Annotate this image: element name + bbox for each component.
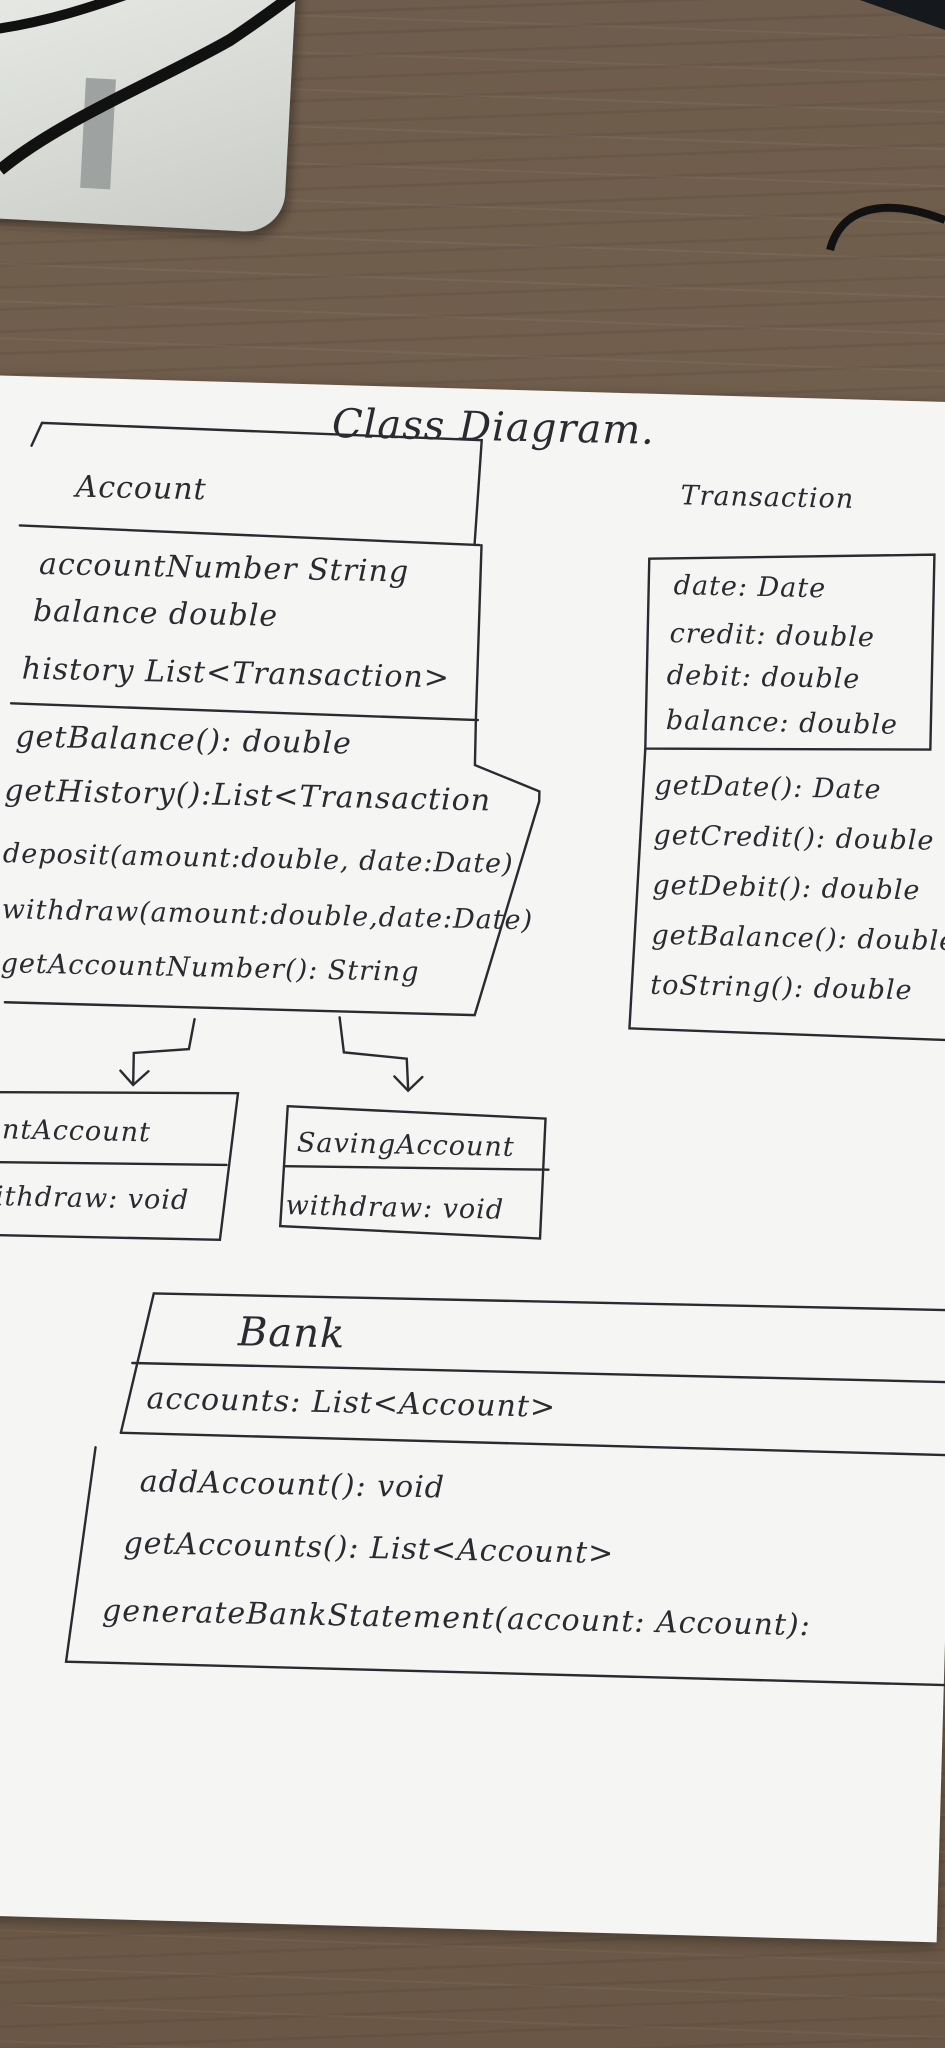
transaction-method-5: toString(): double [650, 970, 913, 1006]
transaction-attr-2: credit: double [669, 618, 875, 653]
bank-attr-1: accounts: List<Account> [146, 1381, 556, 1425]
saving-account-method-1: withdraw: void [285, 1190, 504, 1226]
class-bank-name: Bank [237, 1309, 346, 1357]
class-account: Account accountNumber String balance dou… [0, 421, 541, 1017]
class-account-name: Account [72, 470, 207, 508]
account-method-3: deposit(amount:double, date:Date) [3, 838, 514, 880]
transaction-method-2: getCredit(): double [653, 820, 935, 857]
account-method-2: getHistory():List<Transaction [4, 773, 492, 818]
class-current-account-name: CurrentAccount [0, 1112, 151, 1148]
transaction-method-4: getBalance(): double [651, 920, 945, 957]
account-attr-3: history List<Transaction> [21, 652, 450, 696]
class-saving-account: SavingAccount withdraw: void [278, 1104, 550, 1240]
bank-method-3: generateBankStatement(account: Account): [102, 1593, 811, 1643]
transaction-attr-1: date: Date [673, 570, 826, 604]
account-method-1: getBalance(): double [15, 719, 352, 761]
current-account-method-1: withdraw: void [0, 1181, 190, 1217]
transaction-attr-3: debit: double [667, 660, 861, 695]
bank-method-1: addAccount(): void [139, 1464, 445, 1505]
transaction-method-3: getDebit(): double [652, 870, 921, 907]
account-attr-2: balance double [33, 594, 279, 634]
account-method-4: withdraw(amount:double,date:Date) [1, 894, 533, 936]
bank-method-2: getAccounts(): List<Account> [123, 1526, 614, 1571]
inheritance-arrows [119, 1016, 424, 1093]
account-attr-1: accountNumber String [39, 547, 410, 590]
class-bank: Bank accounts: List<Account> addAccount(… [64, 1292, 945, 1687]
class-transaction-name: Transaction [680, 480, 854, 515]
account-method-5: getAccountNumber(): String [0, 948, 419, 988]
transaction-attr-4: balance: double [666, 705, 899, 741]
class-transaction: Transaction date: Date credit: double de… [628, 480, 945, 1042]
transaction-method-1: getDate(): Date [654, 770, 882, 806]
class-saving-account-name: SavingAccount [297, 1127, 515, 1163]
diagram-title: Class Diagram. [332, 401, 656, 454]
class-current-account: CurrentAccount withdraw: void [0, 1090, 240, 1242]
